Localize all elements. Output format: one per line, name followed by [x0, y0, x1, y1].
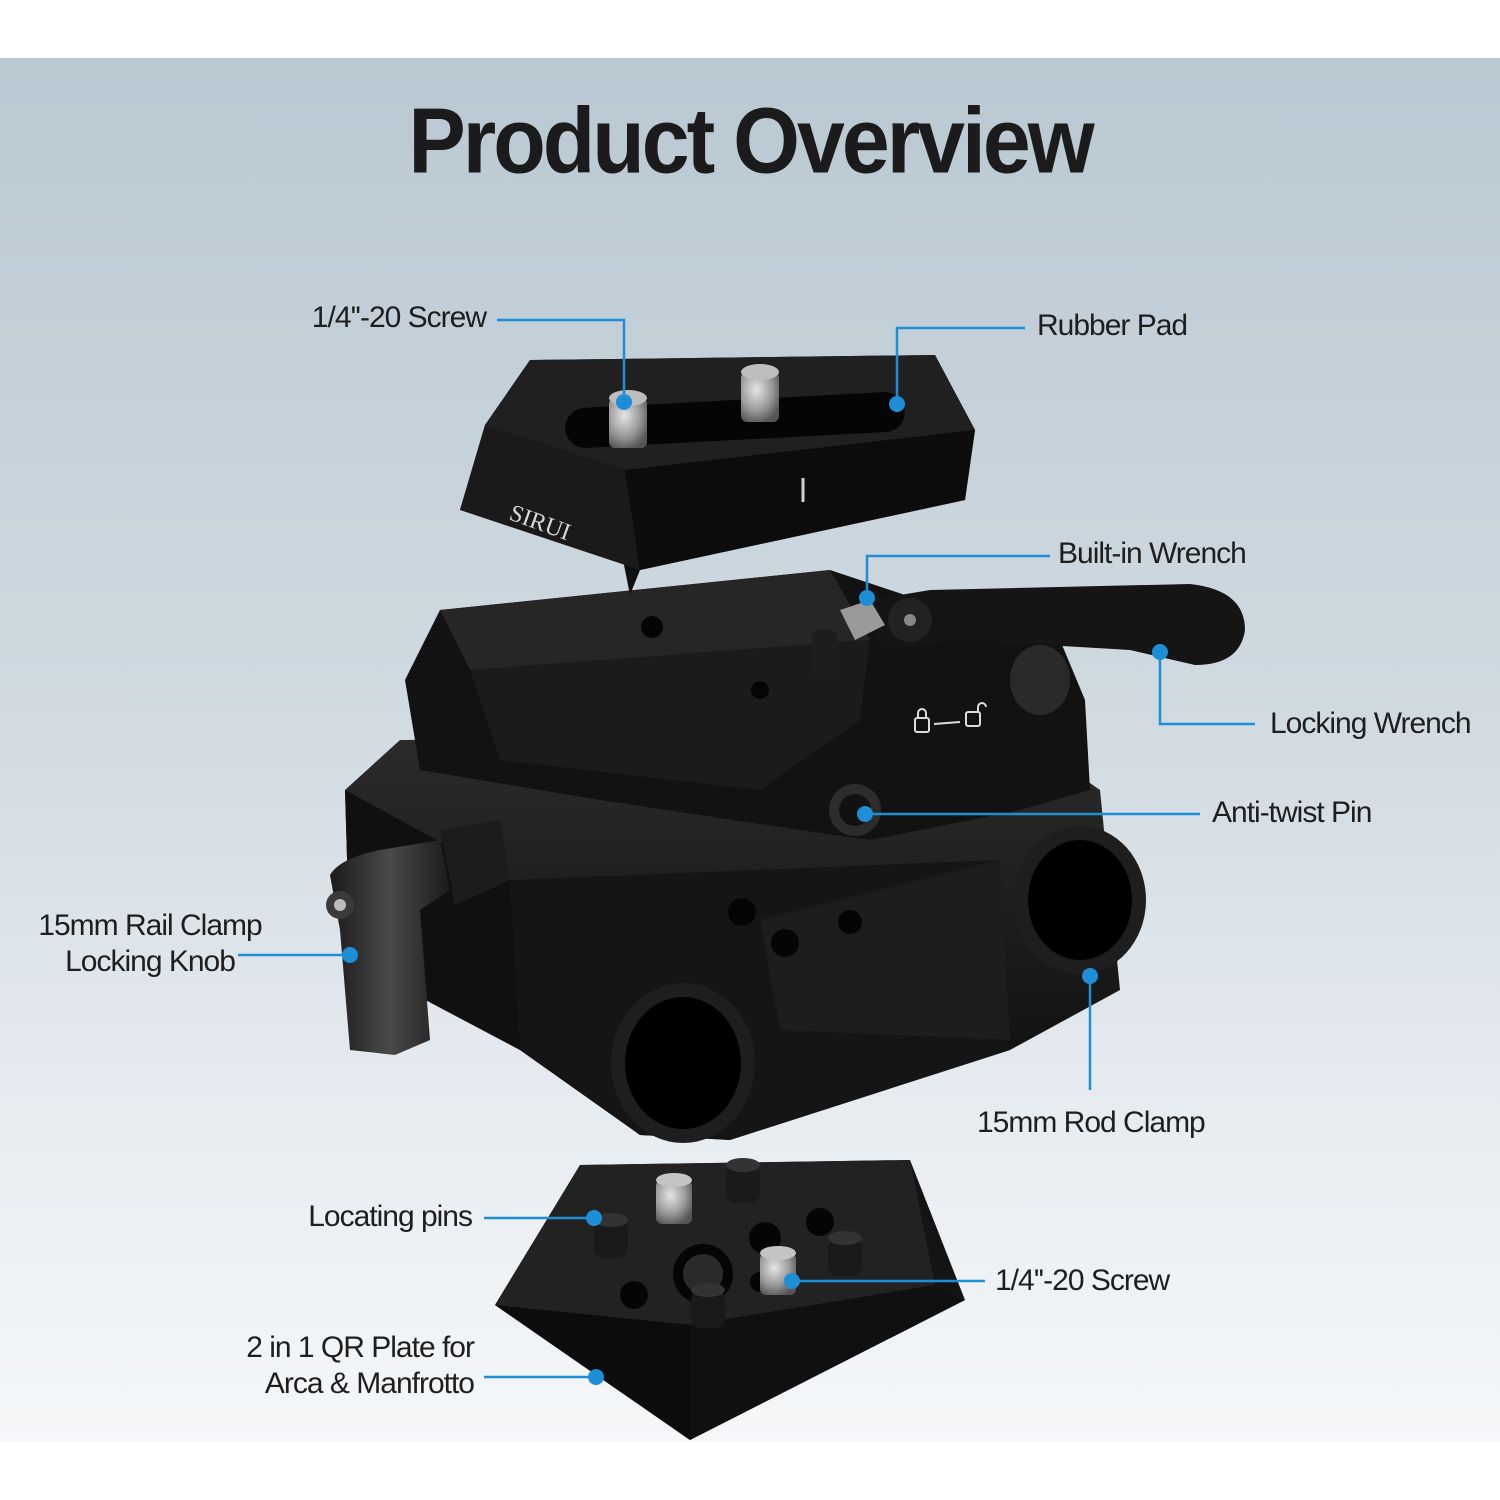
- callout-dot-rail-clamp-knob: [342, 947, 358, 963]
- label-screw-top: 1/4''-20 Screw: [311, 301, 487, 334]
- callout-lines: [238, 318, 1255, 1379]
- label-qr-plate-line1: 2 in 1 QR Plate for: [246, 1331, 475, 1364]
- callout-dot-screw-bottom: [784, 1273, 800, 1289]
- top-screws: [609, 364, 779, 448]
- callout-dot-qr-plate: [588, 1369, 604, 1385]
- label-qr-plate-line2: Arca & Manfrotto: [264, 1367, 475, 1400]
- page-title: Product Overview: [408, 89, 1094, 193]
- label-locating-pins: Locating pins: [308, 1200, 473, 1233]
- label-rod-clamp: 15mm Rod Clamp: [977, 1106, 1206, 1139]
- label-rail-clamp-knob-line2: Locking Knob: [65, 945, 236, 978]
- callout-dots: [342, 394, 1168, 1385]
- rod-bore-front: [611, 826, 1146, 1143]
- label-rubber-pad: Rubber Pad: [1037, 309, 1188, 342]
- callout-dot-locating-pins: [586, 1210, 602, 1226]
- bottom-screws: [656, 1173, 796, 1295]
- top-qr-plate: [460, 355, 975, 595]
- label-screw-bottom: 1/4''-20 Screw: [995, 1264, 1170, 1297]
- locating-pins: [594, 1158, 862, 1328]
- callout-dot-rubber-pad: [889, 396, 905, 412]
- label-locking-wrench: Locking Wrench: [1270, 707, 1472, 740]
- label-rail-clamp-knob-line1: 15mm Rail Clamp: [38, 909, 262, 942]
- label-qr-plate: 2 in 1 QR Plate for Arca & Manfrotto: [200, 1330, 475, 1402]
- label-built-in-wrench: Built-in Wrench: [1058, 537, 1247, 570]
- callout-dot-built-in-wrench: [859, 590, 875, 606]
- callout-dot-rod-clamp: [1082, 968, 1098, 984]
- label-rail-clamp-knob: 15mm Rail Clamp Locking Knob: [30, 908, 270, 980]
- label-anti-twist-pin: Anti-twist Pin: [1212, 796, 1372, 829]
- bottom-qr-plate: [495, 1160, 965, 1440]
- locking-wrench: [812, 584, 1245, 678]
- callout-dot-locking-wrench: [1152, 644, 1168, 660]
- callout-dot-screw-top: [616, 394, 632, 410]
- rail-clamp-knob: [326, 820, 510, 1055]
- callout-dot-anti-twist-pin: [857, 806, 873, 822]
